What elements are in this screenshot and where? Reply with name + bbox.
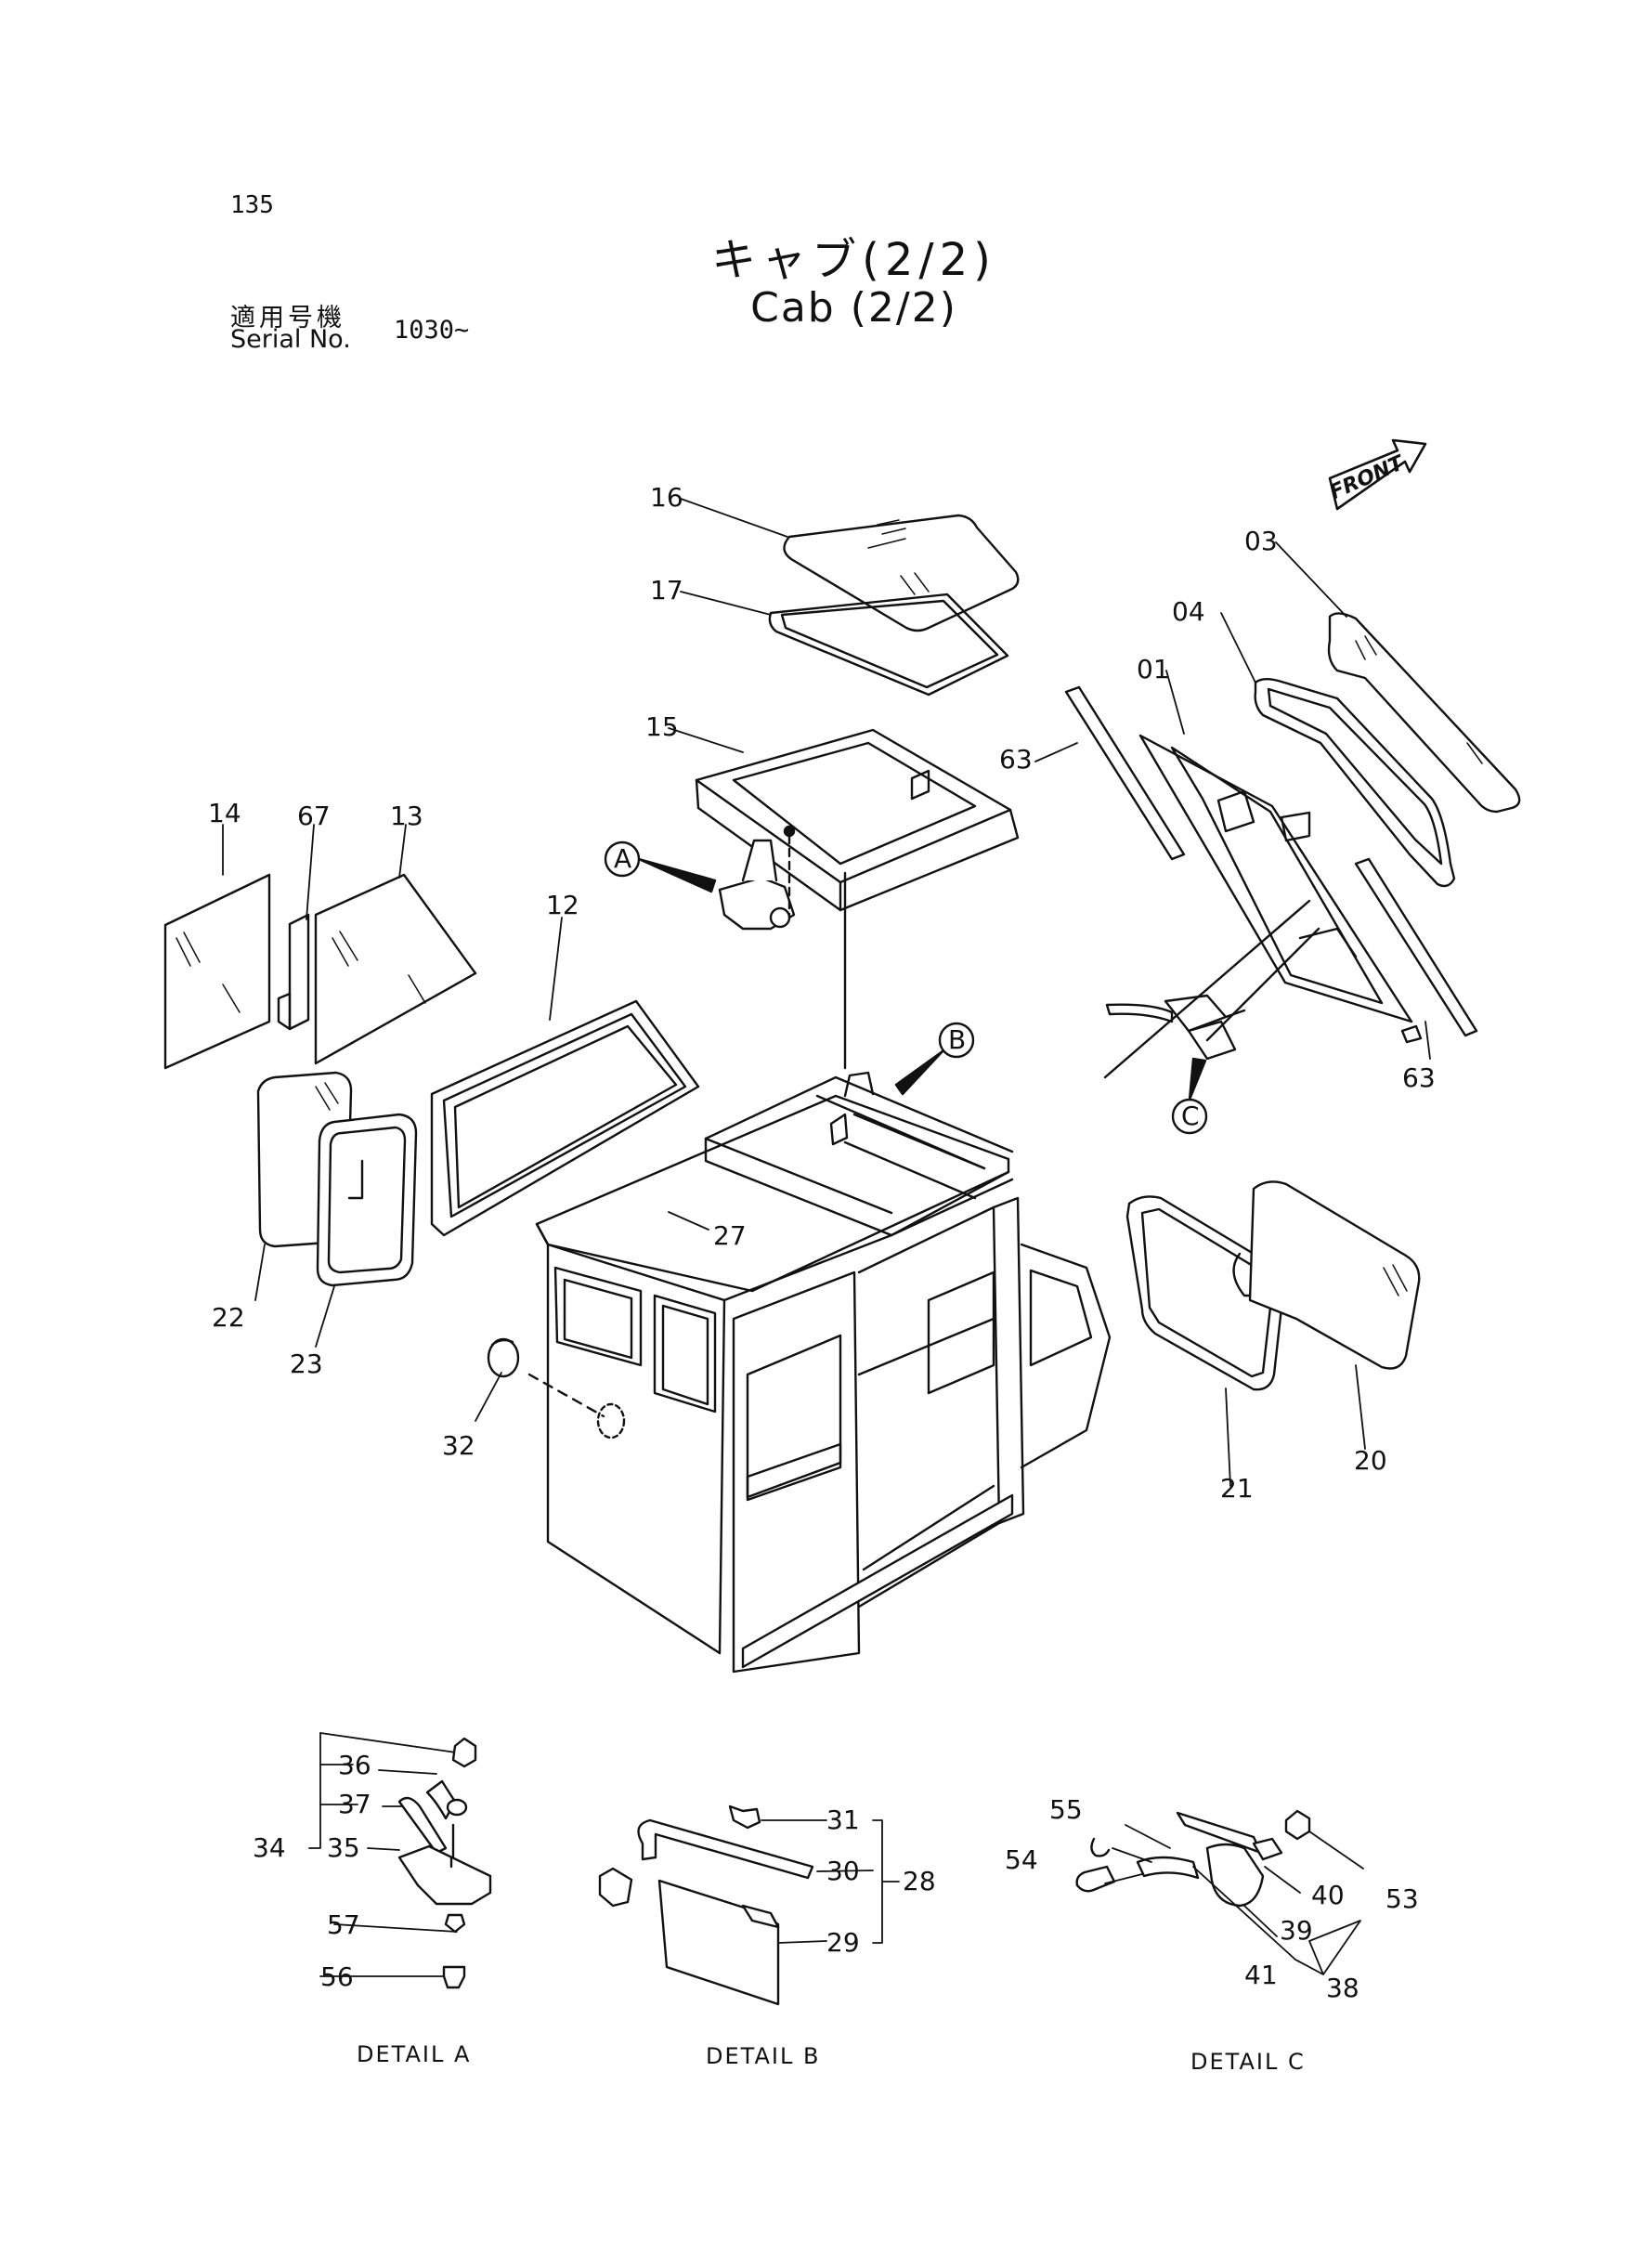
callout-c-group [1103, 899, 1320, 1135]
serial-value: 1030~ [394, 316, 470, 345]
part-23-seal [316, 1113, 418, 1287]
callout-22: 22 [212, 1302, 245, 1333]
callout-21: 21 [1220, 1473, 1254, 1504]
part-14-glass [163, 873, 271, 1070]
callout-a: A [614, 843, 631, 874]
part-63-strip-left [1064, 685, 1186, 861]
callout-a-group [604, 834, 796, 931]
title-japanese: キャブ(2/2) [711, 234, 996, 286]
callout-04: 04 [1172, 596, 1205, 627]
callout-63-right: 63 [1402, 1062, 1436, 1093]
detail-b-label: DETAIL B [706, 2043, 820, 2069]
part-21-seal [1125, 1195, 1285, 1391]
callout-27: 27 [713, 1220, 747, 1251]
page-number: 135 [230, 191, 274, 219]
callout-30: 30 [826, 1856, 860, 1886]
callout-14: 14 [208, 798, 241, 828]
part-13-glass [314, 873, 477, 1065]
callout-31: 31 [826, 1804, 860, 1835]
part-67-strip [277, 913, 310, 1031]
callout-54: 54 [1005, 1844, 1038, 1875]
callout-b: B [948, 1024, 966, 1055]
part-32-cap [487, 1337, 520, 1378]
callout-40: 40 [1311, 1880, 1345, 1910]
callout-01: 01 [1137, 654, 1170, 684]
detail-a-label: DETAIL A [357, 2041, 471, 2067]
callout-67: 67 [297, 801, 331, 831]
part-04-seal [1254, 678, 1456, 888]
part-20-glass [1248, 1180, 1421, 1370]
part-12-front-frame [430, 999, 700, 1237]
callout-63-left: 63 [999, 744, 1033, 775]
callout-13: 13 [390, 801, 423, 831]
callout-53: 53 [1385, 1883, 1419, 1914]
callout-12: 12 [546, 890, 579, 920]
callout-32: 32 [442, 1430, 475, 1461]
front-arrow-icon: FRONT [1326, 438, 1427, 511]
serial-label-english: Serial No. [230, 325, 351, 354]
callout-16: 16 [650, 482, 683, 513]
callout-c: C [1181, 1101, 1200, 1131]
callout-37: 37 [338, 1789, 371, 1819]
callout-39: 39 [1280, 1915, 1313, 1946]
callout-34: 34 [253, 1832, 286, 1863]
part-16-roof-glass [783, 514, 1020, 632]
detail-a-assembly [308, 1732, 492, 1989]
callout-17: 17 [650, 575, 683, 606]
leader-lines [222, 498, 1431, 1487]
callout-03: 03 [1244, 526, 1278, 556]
callout-38: 38 [1326, 1973, 1359, 2003]
callout-56: 56 [320, 1961, 354, 1992]
callout-b-group [843, 871, 975, 1096]
cab-body [527, 1071, 1112, 1674]
detail-b-assembly [598, 1804, 900, 2006]
callout-41: 41 [1244, 1960, 1278, 1990]
part-17-seal [768, 593, 1009, 697]
callout-labels: 16 17 15 03 04 01 63 63 14 67 13 12 A B … [208, 482, 1436, 2075]
callout-23: 23 [290, 1348, 323, 1379]
callout-15: 15 [645, 711, 679, 742]
callout-28: 28 [903, 1866, 936, 1896]
part-15-roof-frame [695, 728, 1020, 912]
callout-57: 57 [327, 1909, 360, 1940]
callout-35: 35 [327, 1832, 360, 1863]
detail-c-label: DETAIL C [1190, 2049, 1306, 2075]
callout-29: 29 [826, 1927, 860, 1958]
serial-label-japanese: 適用号機 [230, 304, 345, 332]
part-01-frame [1138, 734, 1413, 1023]
part-63-strip-right [1354, 857, 1478, 1044]
callout-20: 20 [1354, 1445, 1387, 1476]
front-label: FRONT [1326, 451, 1409, 505]
title-english: Cab (2/2) [750, 284, 957, 332]
detail-c-assembly [1075, 1809, 1364, 1975]
callout-36: 36 [338, 1750, 371, 1780]
part-03-glass [1327, 612, 1521, 814]
callout-55: 55 [1049, 1794, 1083, 1825]
